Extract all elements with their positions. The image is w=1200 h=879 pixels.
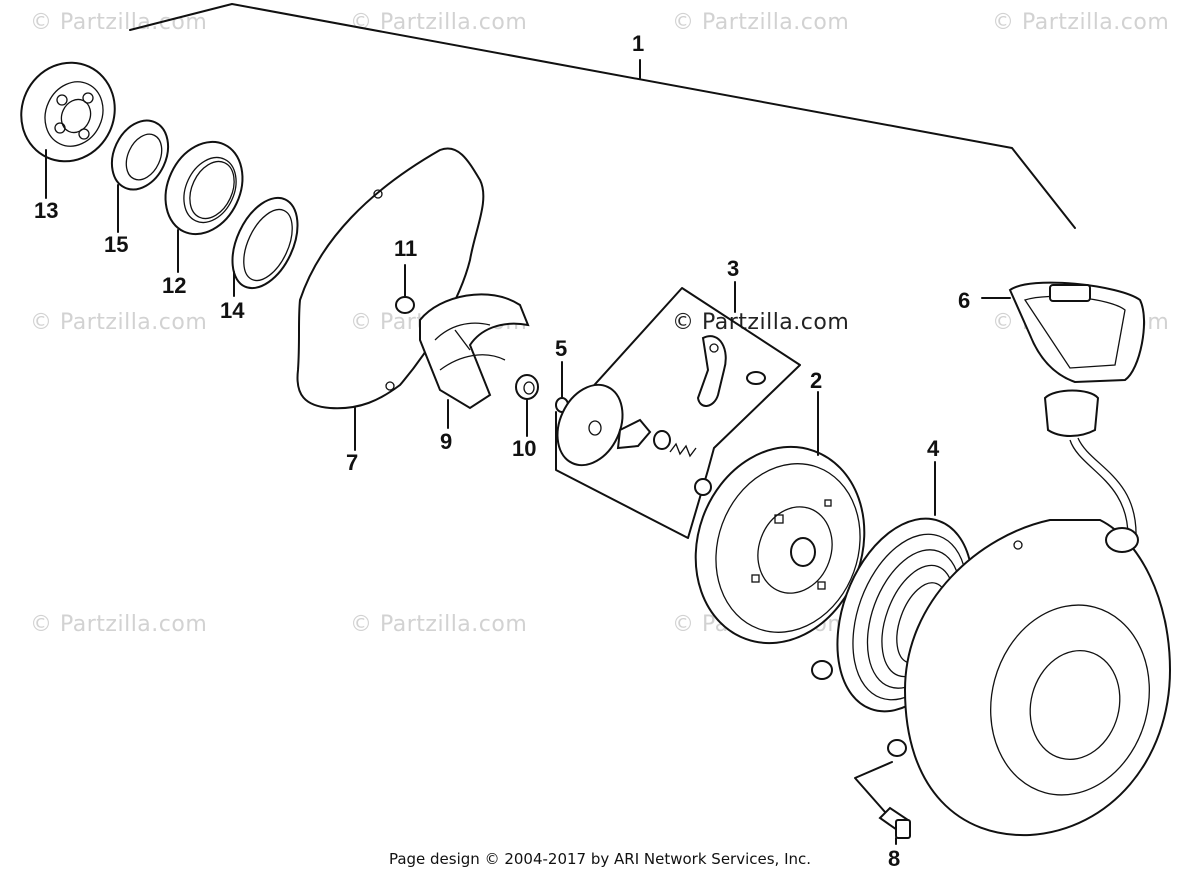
callout-15: 15 <box>104 232 129 257</box>
watermark: © Partzilla.com <box>992 10 1170 35</box>
nut-10 <box>515 374 539 400</box>
callout-5: 5 <box>555 336 568 361</box>
watermark: © Partzilla.com <box>672 310 850 335</box>
watermark: © Partzilla.com <box>30 310 208 335</box>
watermark: © Partzilla.com <box>30 612 208 637</box>
callout-7: 7 <box>346 450 359 475</box>
o-ring-11 <box>395 296 415 314</box>
ratchet-plate <box>556 383 624 467</box>
ring-14 <box>231 196 299 290</box>
callout-3: 3 <box>727 256 740 281</box>
callout-14: 14 <box>220 298 245 323</box>
watermark: © Partzilla.com <box>672 10 850 35</box>
callout-9: 9 <box>440 429 453 454</box>
bolt-8 <box>878 806 911 839</box>
callout-8: 8 <box>888 846 901 871</box>
callout-2: 2 <box>810 368 823 393</box>
subassembly-bracket <box>555 287 801 539</box>
ring-12 <box>164 140 244 236</box>
callout-11: 11 <box>394 236 418 261</box>
starter-housing <box>887 519 1172 837</box>
pawl-wing <box>616 418 652 450</box>
assembly-bracket <box>129 3 1076 229</box>
watermark: © Partzilla.com <box>350 612 528 637</box>
ratchet-pawl-3 <box>696 335 766 407</box>
callout-6: 6 <box>958 288 971 313</box>
copyright-footer: Page design © 2004-2017 by ARI Network S… <box>388 850 812 868</box>
callout-4: 4 <box>927 436 940 461</box>
watermark: © Partzilla.com <box>30 10 208 35</box>
callout-13: 13 <box>34 198 59 223</box>
callout-1: 1 <box>632 31 645 56</box>
starter-grip-6 <box>1008 281 1146 541</box>
gasket-7 <box>296 147 485 410</box>
callout-12: 12 <box>162 273 187 298</box>
oil-seal-15 <box>110 119 170 191</box>
spring-and-pin <box>653 430 712 496</box>
bearing-13 <box>20 61 116 163</box>
leader-line-8 <box>854 761 893 813</box>
callout-10: 10 <box>512 436 537 461</box>
starter-cup-9 <box>419 293 530 410</box>
